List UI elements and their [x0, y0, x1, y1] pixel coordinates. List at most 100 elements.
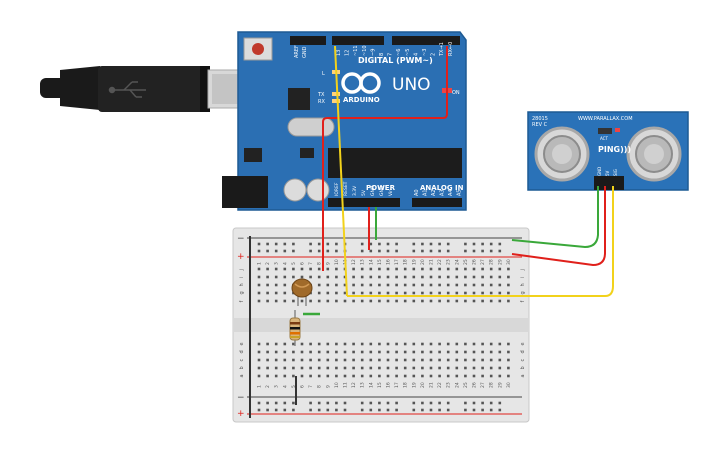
wire-yellow-signal-arduino	[334, 45, 348, 297]
header-top-right	[392, 36, 460, 45]
rail-minus-bottom: −	[237, 393, 245, 403]
sensor-pin-label: SIG	[613, 169, 618, 176]
row-label: f	[520, 301, 526, 303]
sensor-part-no: 28015	[532, 116, 548, 122]
photoresistor[interactable]	[291, 278, 313, 306]
column-label: 13	[360, 382, 366, 388]
sensor-header	[594, 176, 624, 190]
row-label: f	[239, 301, 245, 303]
power-pin-label: GND	[370, 185, 376, 196]
aref-label: AREF	[294, 45, 300, 58]
row-label: j	[520, 269, 526, 271]
column-label: 26	[472, 259, 478, 265]
column-label: 14	[368, 259, 374, 265]
column-label: 21	[429, 382, 435, 388]
digital-pin-label: ~11	[353, 45, 359, 56]
column-label: 18	[403, 259, 409, 265]
digital-pin-label: RX←0	[448, 42, 454, 56]
arduino-uno-board[interactable]	[222, 31, 467, 211]
analog-label: ANALOG IN	[420, 184, 464, 192]
row-label: c	[520, 359, 526, 362]
column-label: 25	[463, 259, 469, 265]
analog-pin-label: A4	[448, 189, 454, 196]
column-label: 13	[360, 259, 366, 265]
tx-label: TX	[317, 92, 325, 98]
capacitor-1	[283, 178, 307, 202]
ping-sensor[interactable]	[527, 111, 689, 191]
column-label: 22	[437, 382, 443, 388]
breadboard	[232, 227, 530, 423]
row-label: g	[239, 291, 245, 294]
gnd-top-label: GND	[302, 46, 308, 58]
digital-pin-label: 8	[379, 53, 385, 56]
usb-cable	[40, 66, 271, 112]
column-label: 5	[291, 385, 297, 388]
on-label: ON	[452, 90, 460, 96]
column-label: 9	[325, 385, 331, 388]
row-label: j	[239, 269, 245, 271]
column-label: 25	[463, 382, 469, 388]
row-label: g	[520, 291, 526, 294]
analog-pin-label: A3	[440, 189, 446, 196]
column-label: 22	[437, 259, 443, 265]
digital-pin-label: ~5	[405, 49, 411, 56]
column-label: 1	[257, 385, 263, 388]
resistor[interactable]	[289, 310, 301, 346]
column-label: 1	[257, 262, 263, 265]
digital-pin-label: ~9	[370, 49, 376, 56]
column-label: 28	[489, 259, 495, 265]
rail-minus-top: −	[237, 234, 245, 244]
digital-pin-label: ~3	[422, 49, 428, 56]
row-label: d	[520, 350, 526, 353]
column-label: 20	[420, 259, 426, 265]
sensor-pin-label: 5V	[605, 170, 610, 176]
column-label: 6	[300, 385, 306, 388]
column-label: 10	[334, 259, 340, 265]
digital-pin-label: TX→1	[439, 42, 445, 57]
column-label: 16	[386, 259, 392, 265]
rx-label: RX	[318, 99, 325, 105]
digital-label: DIGITAL (PWM~)	[358, 56, 433, 65]
column-label: 18	[403, 382, 409, 388]
column-label: 11	[343, 382, 349, 388]
usb-icon	[108, 81, 146, 98]
row-label: c	[239, 359, 245, 362]
column-label: 19	[411, 259, 417, 265]
digital-pin-label: 13	[336, 50, 342, 56]
column-label: 4	[282, 262, 288, 265]
column-label: 17	[394, 259, 400, 265]
power-jack	[222, 176, 268, 208]
column-label: 6	[300, 262, 306, 265]
column-label: 27	[480, 259, 486, 265]
row-label: e	[520, 342, 526, 345]
atmega-chip	[328, 148, 462, 178]
wire-red-5v-arduino	[322, 46, 448, 271]
power-pin-label: IOREF	[334, 182, 340, 196]
row-label: d	[239, 350, 245, 353]
row-label: a	[239, 374, 245, 377]
analog-pin-label: A0	[414, 189, 420, 196]
header-analog	[412, 198, 462, 207]
header-power	[328, 198, 400, 207]
column-label: 8	[317, 385, 323, 388]
column-label: 15	[377, 259, 383, 265]
capacitor-2	[306, 178, 330, 202]
sensor-rev: REV C	[532, 122, 548, 128]
column-label: 28	[489, 382, 495, 388]
column-label: 4	[282, 385, 288, 388]
column-label: 23	[446, 259, 452, 265]
rail-plus-top: +	[237, 252, 245, 262]
column-label: 23	[446, 382, 452, 388]
wire-green-sensor-gnd	[511, 186, 599, 248]
column-label: 9	[325, 262, 331, 265]
brand-label: ARDUINO	[343, 96, 380, 104]
column-label: 12	[351, 259, 357, 265]
wires[interactable]	[322, 45, 614, 297]
rail-plus-bottom: +	[237, 409, 245, 419]
